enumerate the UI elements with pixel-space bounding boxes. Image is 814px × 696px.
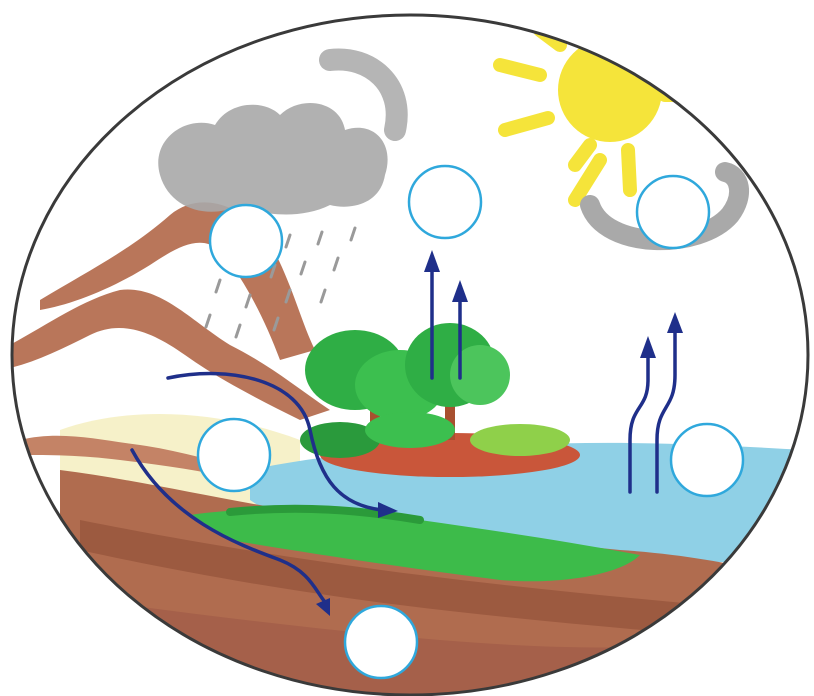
sun-icon — [493, 23, 687, 207]
cloud-icon — [158, 48, 408, 215]
label-runoff[interactable] — [196, 417, 272, 493]
infiltration-arrow — [130, 448, 330, 616]
evaporation-arrows — [628, 312, 683, 494]
scene — [12, 23, 805, 695]
rain-icon — [204, 226, 357, 339]
label-transpiration[interactable] — [407, 164, 483, 240]
label-infiltration[interactable] — [343, 604, 419, 680]
runoff-arrow — [166, 371, 398, 518]
grass-dark — [226, 504, 424, 524]
grass-strip — [190, 508, 640, 582]
cloud-icon-right — [580, 162, 749, 250]
label-condensation[interactable] — [635, 174, 711, 250]
tree-icon — [300, 323, 580, 477]
transpiration-arrows — [424, 250, 468, 380]
label-precipitation[interactable] — [208, 203, 284, 279]
globe-outline — [10, 13, 810, 696]
label-evaporation[interactable] — [669, 422, 745, 498]
